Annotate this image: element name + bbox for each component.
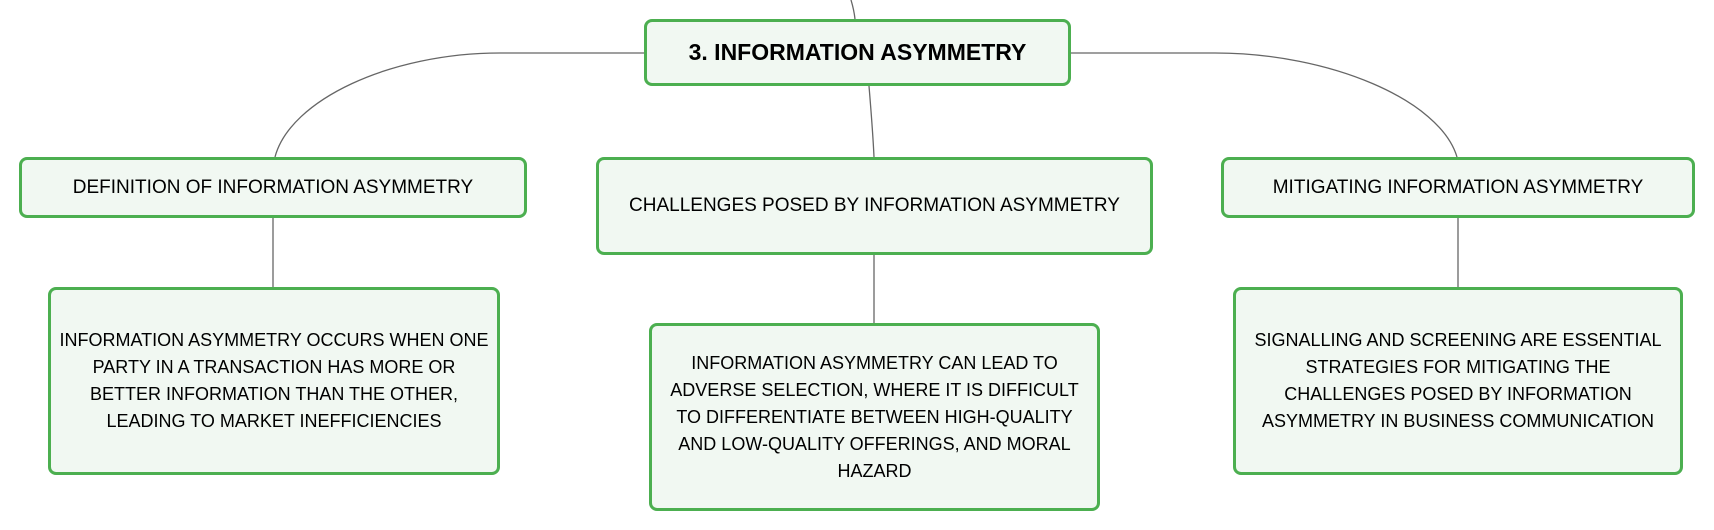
branch-label-mitigating: MITIGATING INFORMATION ASYMMETRY [1272,176,1644,198]
branch-label-definition: DEFINITION OF INFORMATION ASYMMETRY [72,176,474,198]
root-topic-node[interactable]: 3. INFORMATION ASYMMETRY [644,19,1071,86]
detail-node-mitigating[interactable]: SIGNALLING AND SCREENING ARE ESSENTIAL S… [1233,287,1683,475]
branch-node-definition[interactable]: DEFINITION OF INFORMATION ASYMMETRY [19,157,527,218]
detail-node-definition[interactable]: INFORMATION ASYMMETRY OCCURS WHEN ONE PA… [48,287,500,475]
branch-label-challenges: CHALLENGES POSED BY INFORMATION ASYMMETR… [629,195,1120,216]
connector-root-to-challenges [868,85,875,158]
detail-text-challenges: INFORMATION ASYMMETRY CAN LEAD TO ADVERS… [670,352,1079,481]
root-topic-label: 3. INFORMATION ASYMMETRY [688,39,1027,65]
detail-text-definition: INFORMATION ASYMMETRY OCCURS WHEN ONE PA… [59,330,489,431]
branch-node-challenges[interactable]: CHALLENGES POSED BY INFORMATION ASYMMETR… [596,157,1153,255]
connector-root-to-definition [274,52,644,158]
connector-root-to-mitigating [1071,52,1458,158]
detail-text-mitigating: SIGNALLING AND SCREENING ARE ESSENTIAL S… [1254,330,1662,431]
connector-parent-to-root [850,0,856,20]
detail-node-challenges[interactable]: INFORMATION ASYMMETRY CAN LEAD TO ADVERS… [649,323,1100,511]
branch-node-mitigating[interactable]: MITIGATING INFORMATION ASYMMETRY [1221,157,1695,218]
